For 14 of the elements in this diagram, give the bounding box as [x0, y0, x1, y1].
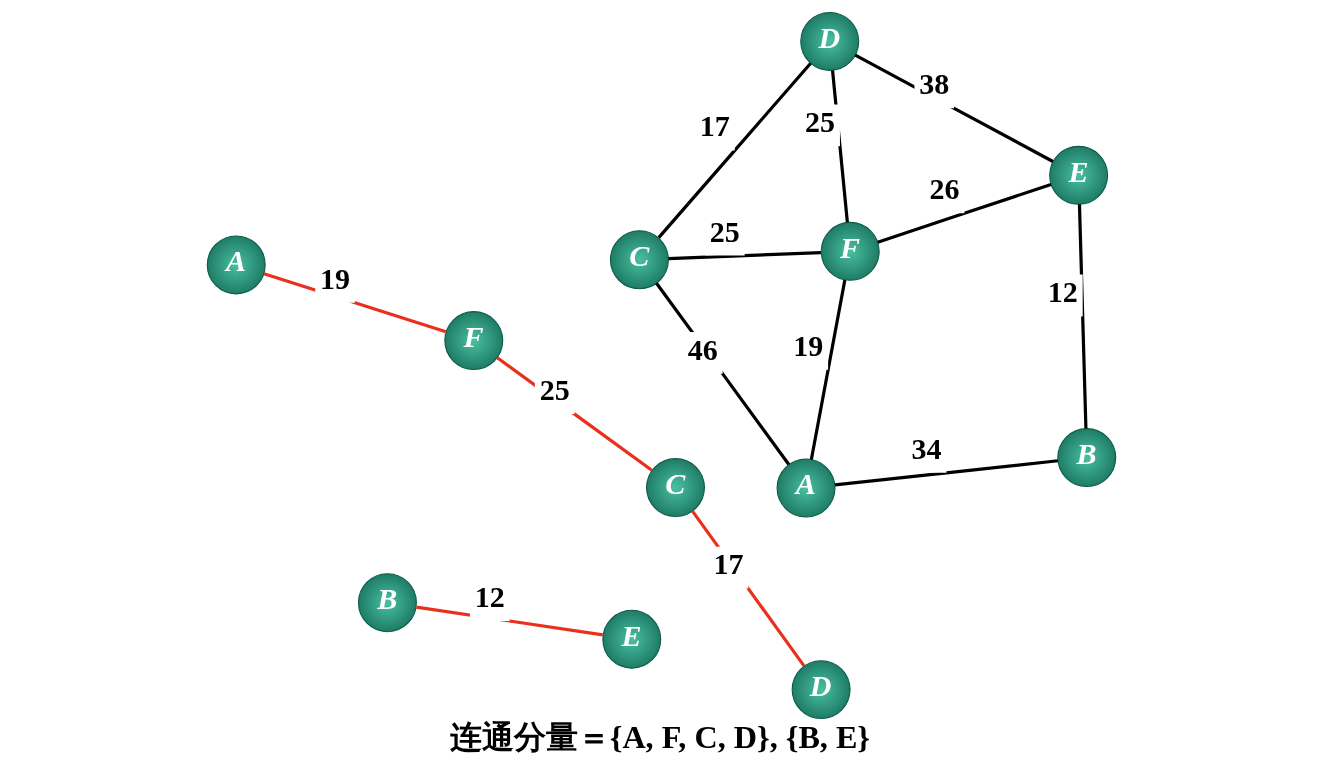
- edge-label: 25: [539, 372, 570, 406]
- edge-label: 19: [320, 261, 351, 295]
- edge-label: 25: [709, 214, 740, 248]
- edge-label: 12: [1047, 275, 1078, 309]
- edge-label: 34: [911, 431, 942, 465]
- edge-label: 17: [713, 547, 744, 581]
- edge-label: 12: [474, 579, 505, 613]
- edge-label: 46: [687, 332, 718, 366]
- edge-label: 17: [699, 109, 730, 143]
- edge-label: 19: [793, 328, 824, 362]
- caption: 连通分量＝{A, F, C, D}, {B, E}: [449, 718, 871, 755]
- edge-label: 26: [929, 172, 960, 206]
- edge-label: 38: [919, 67, 950, 101]
- edge-label: 25: [805, 105, 836, 139]
